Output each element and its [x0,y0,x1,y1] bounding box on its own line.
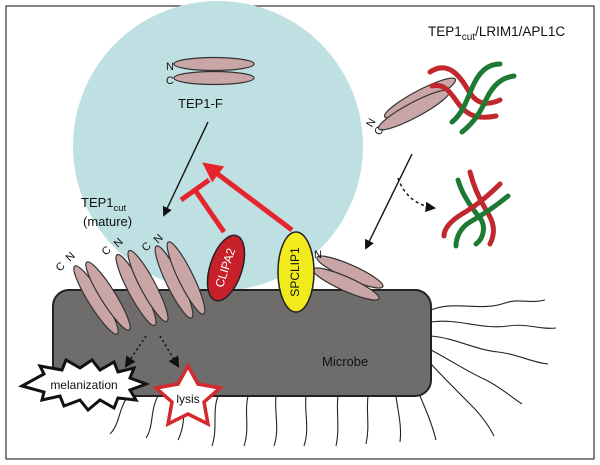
tep1-f-n-terminal: N [166,61,174,73]
maturation-arrow [162,121,209,217]
svg-text:N: N [314,249,322,261]
spclip1-activation-arrow [202,162,294,232]
mature-label: (mature) [83,214,132,229]
spclip1-protein: SPCLIP1 [277,231,315,313]
lysis-star: lysis [152,362,224,428]
clipa2-inhibition-arrow [179,177,227,234]
cell-compartment-circle [73,1,363,291]
lrim1-apl1c-release-arrow [397,177,437,213]
tep1cut-lrim1-apl1c-complex: N C [364,61,517,138]
lysis-dotted-arrow [159,335,180,368]
melanization-burst: melanization [18,357,151,413]
bound-tep1-molecule-right: N [312,249,384,301]
tep1-f-molecule: N C [166,56,255,87]
melanization-dotted-arrow [124,335,147,368]
microbe-label: Microbe [322,354,368,369]
svg-text:lysis: lysis [176,392,199,406]
svg-text:SPCLIP1: SPCLIP1 [288,247,302,297]
microbe-flagella [109,299,557,447]
figure-title: TEP1cut/LRIM1/APL1C [428,24,565,43]
tep1-f-c-terminal: C [166,75,174,87]
tep1-f-label: TEP1-F [178,96,223,111]
tep1cut-label: TEP1cut [81,195,127,214]
clipa2-protein: CLIPA2 [206,234,246,302]
complex-binding-arrow [365,153,413,250]
svg-text:melanization: melanization [50,378,117,392]
released-lrim1-apl1c [441,169,511,249]
